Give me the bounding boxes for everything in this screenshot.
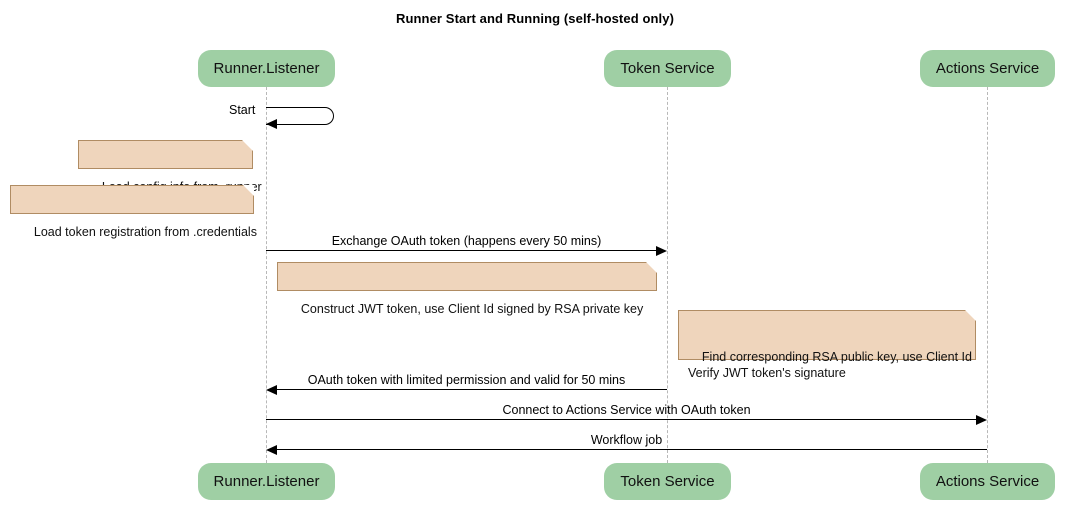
- participant-token-top[interactable]: Token Service: [604, 50, 731, 87]
- participant-label: Actions Service: [935, 60, 1040, 77]
- note-text: Find corresponding RSA public key, use C…: [688, 350, 972, 380]
- note-fold-icon: [242, 140, 253, 151]
- note-fold-icon: [646, 262, 657, 273]
- page-title: Runner Start and Running (self-hosted on…: [395, 11, 675, 26]
- message-line-exchange-oauth-token: [266, 250, 656, 251]
- message-label-oauth-token-response: OAuth token with limited permission and …: [307, 373, 626, 387]
- note-construct-jwt-token: Construct JWT token, use Client Id signe…: [277, 262, 657, 316]
- participant-label: Token Service: [620, 473, 715, 490]
- participant-label: Actions Service: [935, 473, 1040, 490]
- message-line-oauth-token-response: [277, 389, 667, 390]
- arrowhead-connect-to-actions-service: [976, 415, 987, 425]
- arrowhead-oauth-token-response: [266, 385, 277, 395]
- note-fold-icon: [243, 185, 254, 196]
- note-verify-jwt-token: Find corresponding RSA public key, use C…: [678, 310, 976, 380]
- note-fold-icon: [965, 310, 976, 321]
- note-load-config-info: Load config info from .runner: [78, 140, 262, 194]
- note-text: Construct JWT token, use Client Id signe…: [300, 302, 644, 316]
- participant-runner-bottom[interactable]: Runner.Listener: [198, 463, 335, 500]
- arrowhead-start: [266, 119, 277, 129]
- message-line-connect-to-actions-service: [266, 419, 976, 420]
- message-label-workflow-job: Workflow job: [590, 433, 663, 447]
- participant-label: Runner.Listener: [213, 60, 320, 77]
- participant-actions-top[interactable]: Actions Service: [920, 50, 1055, 87]
- participant-runner-top[interactable]: Runner.Listener: [198, 50, 335, 87]
- participant-actions-bottom[interactable]: Actions Service: [920, 463, 1055, 500]
- lifeline-token: [667, 87, 668, 463]
- message-label-connect-to-actions-service: Connect to Actions Service with OAuth to…: [502, 403, 751, 417]
- message-label-exchange-oauth-token: Exchange OAuth token (happens every 50 m…: [331, 234, 602, 248]
- arrowhead-workflow-job: [266, 445, 277, 455]
- message-line-workflow-job: [277, 449, 987, 450]
- lifeline-runner: [266, 87, 267, 463]
- note-load-token-registration: Load token registration from .credential…: [10, 185, 257, 239]
- lifeline-actions: [987, 87, 988, 463]
- participant-token-bottom[interactable]: Token Service: [604, 463, 731, 500]
- participant-label: Token Service: [620, 60, 715, 77]
- self-message-loop-start: [266, 107, 334, 125]
- arrowhead-exchange-oauth-token: [656, 246, 667, 256]
- participant-label: Runner.Listener: [213, 473, 320, 490]
- note-text: Load token registration from .credential…: [33, 225, 257, 239]
- message-label-start: Start: [229, 103, 256, 117]
